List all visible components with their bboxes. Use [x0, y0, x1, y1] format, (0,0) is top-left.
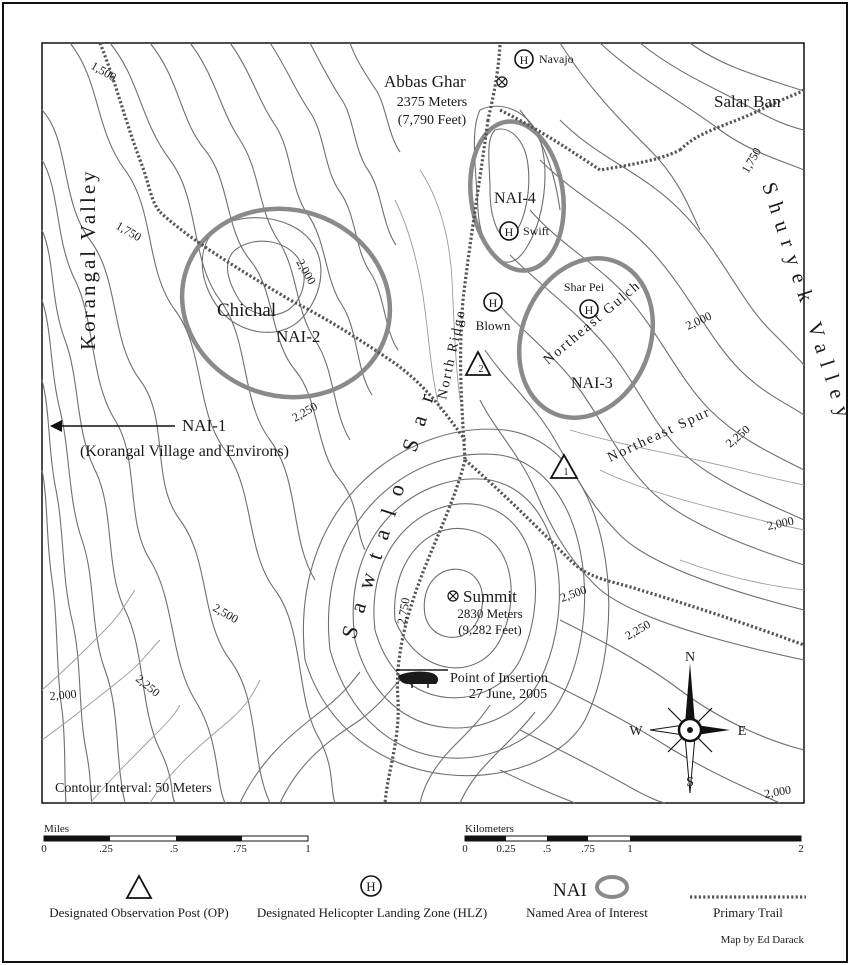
hlz-symbol: H [366, 879, 375, 894]
scale-km-tick: .75 [581, 843, 595, 855]
legend-trail-label: Primary Trail [713, 905, 783, 920]
scale-km-title: Kilometers [465, 823, 514, 835]
salar-ban-label: Salar Ban [714, 92, 781, 111]
hlz-symbol: H [505, 225, 514, 239]
scale-km-tick: 0.25 [496, 843, 516, 855]
contour-label-2750: 2,750 [394, 597, 412, 626]
scale-km-tick: .5 [543, 843, 552, 855]
abbas-ghar-elevation-feet: (7,790 Feet) [398, 113, 467, 128]
hlz-symbol: H [489, 296, 498, 310]
hlz-blown-icon: H [483, 292, 503, 312]
hlz-navajo-label: Navajo [539, 52, 574, 66]
op-1-icon: 1 [549, 453, 579, 479]
summit-marker-icon [447, 590, 459, 602]
contour-label-2000-south: 2,000 [763, 782, 792, 800]
compass-south: S [686, 775, 694, 790]
op-2-icon: 2 [464, 350, 492, 376]
hlz-symbol: H [585, 303, 594, 317]
abbas-ghar-elevation-meters: 2375 Meters [397, 95, 467, 110]
compass-west: W [629, 724, 643, 739]
scale-miles-title: Miles [44, 823, 69, 835]
nai-2-label: NAI-2 [276, 327, 320, 346]
legend-nai-label: Named Area of Interest [526, 905, 648, 920]
op-1-number: 1 [564, 467, 569, 478]
nai-3-area [516, 256, 656, 420]
chichal-label: Chichal [217, 300, 276, 321]
abbas-ghar-label: Abbas Ghar [384, 72, 466, 91]
nai-4-area [468, 119, 566, 273]
scale-miles-tick: .75 [233, 843, 247, 855]
hlz-blown-label: Blown [476, 318, 511, 333]
hlz-swift-icon: H [499, 221, 519, 241]
hlz-shar-pei-label: Shar Pei [564, 280, 605, 294]
contour-label-2000-southeast: 2,000 [766, 514, 795, 533]
insertion-label: Point of Insertion [450, 671, 548, 686]
legend-nai-icon [595, 875, 629, 899]
nai-1-description: (Korangal Village and Environs) [80, 443, 289, 460]
summit-elevation-feet: (9,282 Feet) [458, 622, 522, 637]
nai-2-area [179, 206, 393, 400]
scale-miles-tick: 1 [305, 843, 311, 855]
primary-trails [98, 42, 805, 804]
scale-bar-kilometers: Kilometers 0 0.25 .5 .75 1 2 [462, 823, 804, 855]
summit-elevation-meters: 2830 Meters [457, 606, 522, 621]
scale-miles-tick: .5 [170, 843, 179, 855]
legend-hlz-icon: H [360, 875, 382, 897]
op-2-number: 2 [479, 364, 484, 375]
contour-interval-label: Contour Interval: 50 Meters [55, 781, 212, 796]
hlz-symbol: H [520, 53, 529, 67]
helicopter-icon [396, 669, 448, 688]
hlz-swift-label: Swift [523, 224, 550, 238]
hlz-shar-pei-icon: H [579, 299, 599, 319]
scale-miles-tick: 0 [41, 843, 47, 855]
compass-east: E [738, 724, 747, 739]
korangal-valley-label: Korangal Valley [76, 168, 100, 350]
compass-north: N [685, 650, 695, 665]
legend-op-label: Designated Observation Post (OP) [49, 905, 228, 920]
legend-op-icon [125, 874, 153, 899]
legend-hlz-label: Designated Helicopter Landing Zone (HLZ) [257, 905, 487, 920]
scale-km-tick: 1 [627, 843, 633, 855]
scale-km-tick: 0 [462, 843, 468, 855]
contour-lines [41, 42, 805, 804]
compass-rose-icon [649, 663, 730, 794]
hlz-navajo-icon: H [514, 49, 534, 69]
legend-nai-abbr: NAI [553, 880, 587, 901]
nai-4-label: NAI-4 [494, 190, 536, 207]
peak-marker-icon [496, 76, 508, 88]
insertion-date-label: 27 June, 2005 [469, 687, 547, 702]
scale-bar-miles: Miles 0 .25 .5 .75 1 [41, 823, 311, 855]
scale-miles-tick: .25 [99, 843, 113, 855]
nai-1-label: NAI-1 [182, 416, 226, 435]
scale-km-tick: 2 [798, 843, 804, 855]
nai-3-label: NAI-3 [571, 375, 613, 392]
summit-label: Summit [463, 587, 517, 606]
legend: Designated Observation Post (OP) H Desig… [49, 874, 806, 920]
map-credit: Map by Ed Darack [721, 934, 805, 946]
nai-1-arrow-icon [50, 420, 175, 432]
contour-label-2000-southwest: 2,000 [49, 687, 77, 703]
